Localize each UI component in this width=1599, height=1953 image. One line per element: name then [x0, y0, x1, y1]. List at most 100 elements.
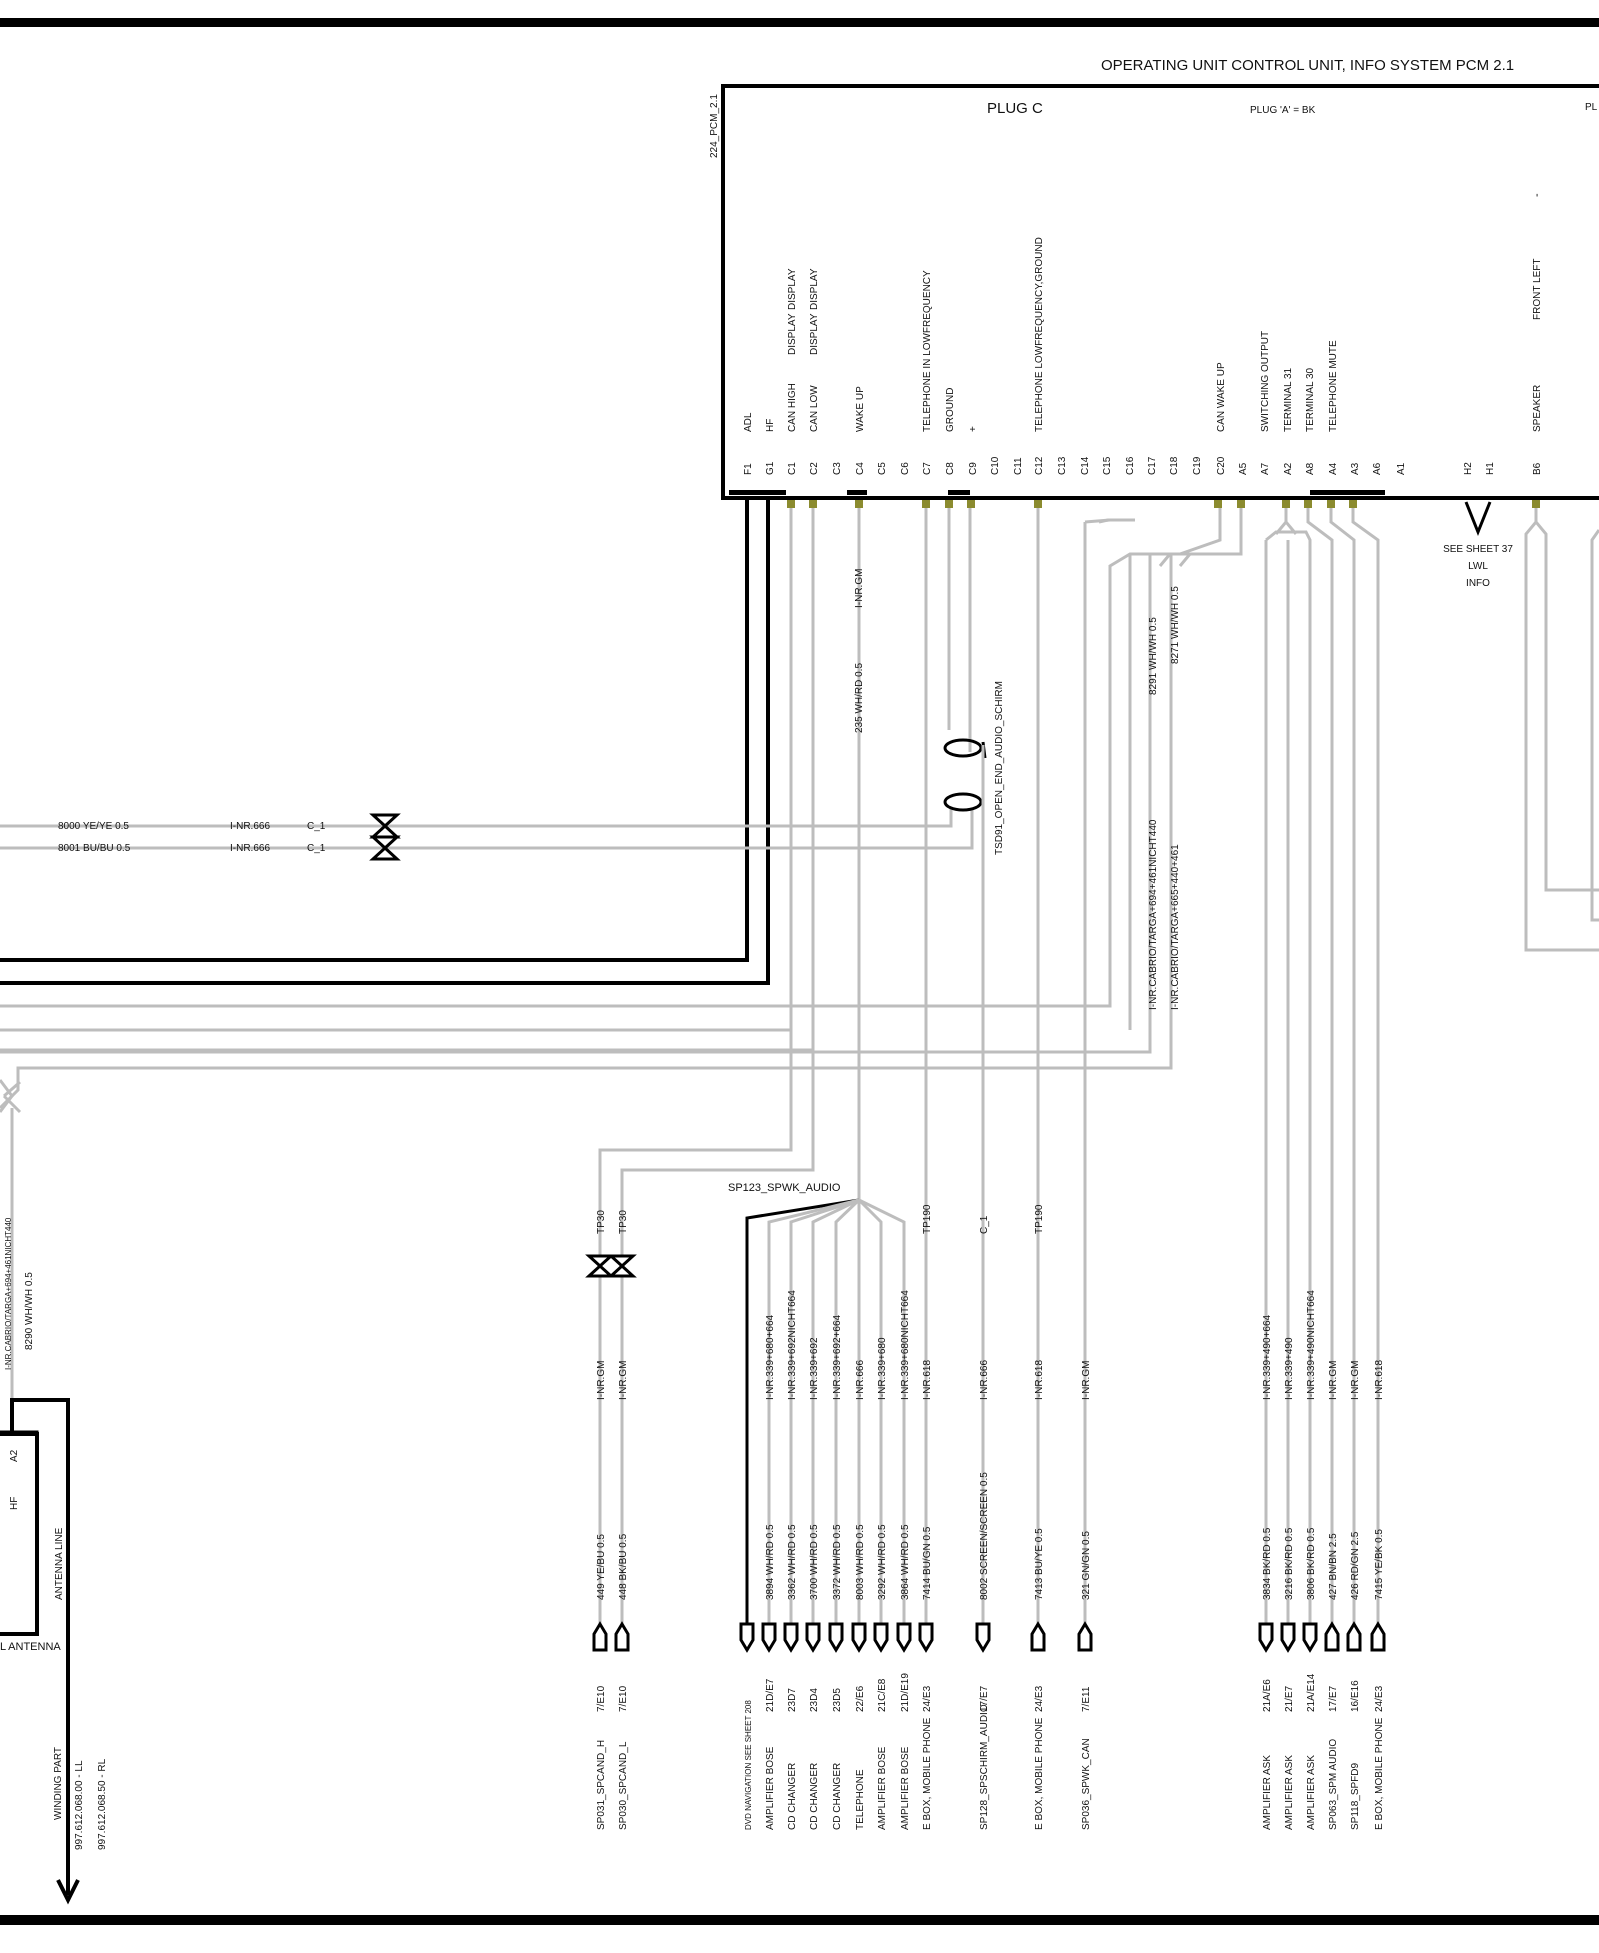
pin-marker	[922, 500, 930, 508]
connector-terminal-icon	[805, 1622, 821, 1653]
pin-code-c10: C10	[990, 456, 1001, 475]
pin-code-g1: G1	[765, 461, 776, 475]
wire-label: 448 BK/BU 0.5	[618, 1533, 629, 1600]
c4-gm-label: I-NR.GM	[854, 569, 865, 608]
shield-label: TSD91_OPEN_END_AUDIO_SCHIRM	[994, 681, 1005, 855]
wire-c2-down	[620, 1050, 815, 1205]
wire-label: 3216 BK/RD 0.5	[1284, 1527, 1295, 1600]
pin-marker	[1304, 500, 1312, 508]
wire-cut-mark-2	[2, 1080, 22, 1114]
pin-code-f1: F1	[743, 463, 754, 475]
splice-label: SP123_SPWK_AUDIO	[728, 1182, 841, 1194]
connector-terminal-icon	[761, 1622, 777, 1653]
i-nr-label: I-NR.339+692NICHT664	[787, 1290, 798, 1400]
wire-a3	[1329, 508, 1356, 1640]
i-nr-label: I-NR.GM	[618, 1361, 629, 1400]
plug-a-label: PLUG 'A' = BK	[1250, 105, 1316, 116]
destination-label: CD CHANGER	[809, 1763, 820, 1830]
part-number-rl: 997.612.068.50 - RL	[97, 1758, 108, 1850]
bottom-frame-border	[0, 1915, 1599, 1925]
pin-code-c8: C8	[945, 462, 956, 475]
antenna-hf-label: HF	[9, 1497, 20, 1510]
i-nr-label: I-NR.339+490NICHT664	[1306, 1290, 1317, 1400]
plug-c-label: PLUG C	[987, 100, 1043, 117]
connector-c1-symbol	[369, 813, 401, 861]
destination-label: AMPLIFIER ASK	[1262, 1755, 1273, 1830]
i-nr-label: I-NR.666	[979, 1360, 990, 1400]
fan-wire	[858, 1198, 906, 1640]
wire-8000-label: 8000 YE/YE 0.5	[58, 821, 129, 832]
wire-label: 7415 YE/BK 0.5	[1374, 1529, 1385, 1600]
lwl-arrow	[1464, 501, 1492, 537]
wire-label: 3700 WH/RD 0.5	[809, 1524, 820, 1600]
pin-marker	[787, 500, 795, 508]
pin-code-c11: C11	[1013, 457, 1024, 475]
connector-terminal-icon	[896, 1622, 912, 1653]
pin-function-c12: TELEPHONE LOWFREQUENCY,GROUND	[1034, 237, 1045, 432]
connector-terminal-icon	[1258, 1622, 1274, 1653]
wire-label: 427 BN/BN 2.5	[1328, 1533, 1339, 1600]
connector-terminal-icon	[1302, 1622, 1318, 1653]
cabrio-label-2: I-NR.CABRIO/TARGA+665+440+461	[1170, 844, 1181, 1010]
pin-function-c1: CAN HIGH	[787, 383, 798, 432]
pin-function-a8: TERMINAL 30	[1305, 367, 1316, 432]
wire-8001	[0, 808, 974, 850]
wire-8001-inr: I-NR.666	[230, 843, 270, 854]
i-nr-label: I-NR.666	[855, 1360, 866, 1400]
pin-code-c15: C15	[1102, 456, 1113, 475]
pin-marker	[1034, 500, 1042, 508]
pin-function-c9: +	[968, 426, 979, 432]
see-sheet-37-label: SEE SHEET 37	[1443, 544, 1513, 555]
connector-terminal-icon	[1030, 1621, 1046, 1652]
pin-function-c8: GROUND	[945, 388, 956, 432]
connector-terminal-icon	[1280, 1622, 1296, 1653]
wire-stub-1	[1158, 553, 1172, 567]
test-point-label: TP190	[922, 1204, 933, 1234]
shield-oval-1	[943, 738, 983, 758]
speaker-dash-label: -	[1531, 193, 1543, 197]
pin-code-c1: C1	[787, 462, 798, 475]
wire-8000-connector: C_1	[307, 821, 326, 832]
wire-a7-split	[1274, 508, 1298, 535]
cabrio-label-1: I-NR.CABRIO/TARGA+694+461NICHT440	[1148, 819, 1159, 1010]
pin-code-c14: C14	[1080, 456, 1091, 475]
pin-function-c2: CAN LOW	[809, 385, 820, 432]
winding-part-label: WINDING PART	[53, 1747, 64, 1820]
wire-8001-label: 8001 BU/BU 0.5	[58, 843, 131, 854]
pin-marker	[809, 500, 817, 508]
fan-wire	[767, 1198, 860, 1640]
connector-terminal-icon	[592, 1621, 608, 1652]
pin-code-c20: C20	[1216, 456, 1227, 475]
sheet-reference: 23D7	[787, 1688, 798, 1712]
sheet-reference: 16/E16	[1350, 1680, 1361, 1712]
pin-code-c7: C7	[922, 462, 933, 475]
wire-label: 8002 SCREEN/SCREEN 0.5	[979, 1472, 990, 1600]
diagram-title: OPERATING UNIT CONTROL UNIT, INFO SYSTEM…	[1101, 57, 1514, 74]
wire-label: 7414 BU/GN 0.5	[922, 1526, 933, 1600]
antenna-line-label: ANTENNA LINE	[54, 1527, 65, 1600]
pin-function-b6: SPEAKER	[1532, 385, 1543, 432]
pin-function-a2: TERMINAL 31	[1283, 367, 1294, 432]
top-frame-border	[0, 18, 1599, 27]
sheet-reference: 21A/E14	[1306, 1673, 1317, 1712]
wire-8000-inr: I-NR.666	[230, 821, 270, 832]
shield-oval-2	[943, 792, 983, 812]
i-nr-label: I-NR.339+680+664	[765, 1314, 776, 1400]
wire-a5	[1179, 508, 1222, 556]
pin-function-c1: DISPLAY	[787, 268, 798, 310]
sheet-reference: 21C/E8	[877, 1678, 888, 1712]
speaker-wire-return	[1524, 521, 1599, 952]
i-nr-label: I-NR.339+692+664	[832, 1314, 843, 1400]
pin-code-c13: C13	[1057, 456, 1068, 475]
antenna-arrow	[56, 1879, 80, 1905]
